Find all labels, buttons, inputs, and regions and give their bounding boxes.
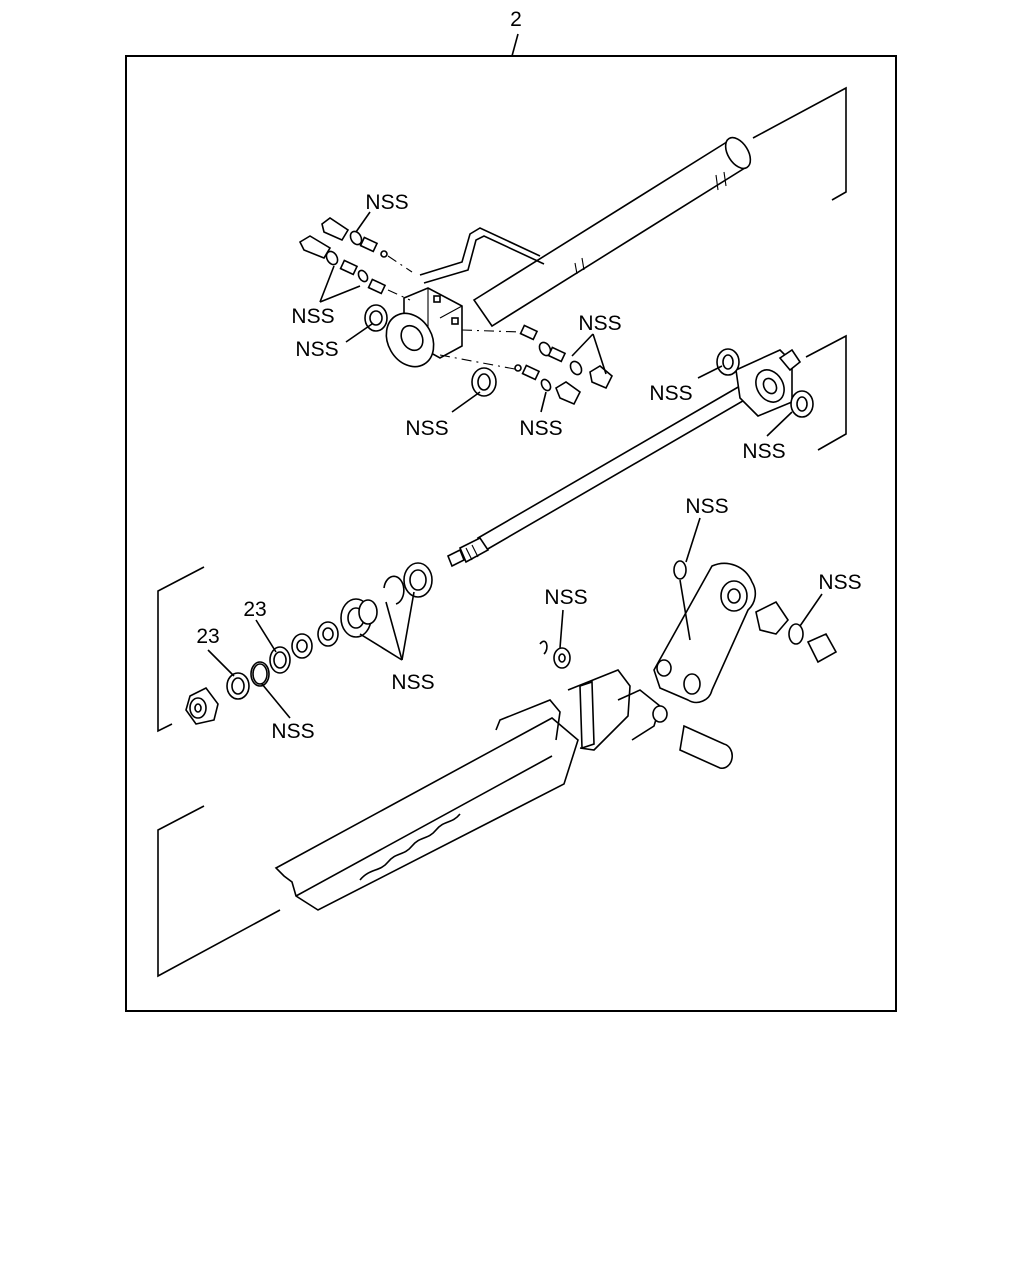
callout-nss-pitman-right: NSS (818, 571, 861, 594)
callouts: NSS NSS NSS NSS NSS NSS NSS NSS NSS NSS … (196, 191, 861, 743)
callout-23-right: 23 (243, 598, 266, 621)
valve-body (385, 287, 463, 368)
callout-nss-upper-left: NSS (291, 305, 334, 328)
callout-nss-o-ring: NSS (271, 720, 314, 743)
callout-nss-clip: NSS (544, 586, 587, 609)
clip-and-washer (539, 640, 571, 669)
upper-right-fittings (439, 324, 613, 406)
diagram-frame (125, 55, 897, 1012)
leader-lines (207, 211, 823, 719)
break-bracket-top-right (752, 86, 847, 201)
tube-pipe (419, 227, 545, 284)
callout-nss-upper-right-bottom: NSS (519, 417, 562, 440)
break-bracket-mid-right (805, 334, 847, 451)
callout-nss-seal-stack: NSS (391, 671, 434, 694)
callout-nss-upper-seal-bottom: NSS (405, 417, 448, 440)
callout-nss-yoke-right: NSS (742, 440, 785, 463)
callout-23-left: 23 (196, 625, 219, 648)
channel-rail (274, 669, 733, 911)
break-bracket-bottom-left (157, 805, 281, 978)
upper-left-fittings (298, 217, 413, 332)
upper-tube (472, 136, 752, 328)
callout-nss-pitman-top: NSS (685, 495, 728, 518)
pitman-arm (653, 560, 838, 704)
callout-nss-upper-right: NSS (578, 312, 621, 335)
seal-washer-stack (185, 562, 433, 725)
break-bracket-mid-left (157, 566, 205, 733)
assembly-number: 2 (510, 8, 522, 31)
steering-shaft (446, 384, 750, 568)
callout-nss-upper-fitting: NSS (365, 191, 408, 214)
yoke-end (716, 348, 814, 418)
callout-nss-yoke-left: NSS (649, 382, 692, 405)
callout-nss-upper-seal: NSS (295, 338, 338, 361)
assembly-leader (511, 33, 519, 57)
